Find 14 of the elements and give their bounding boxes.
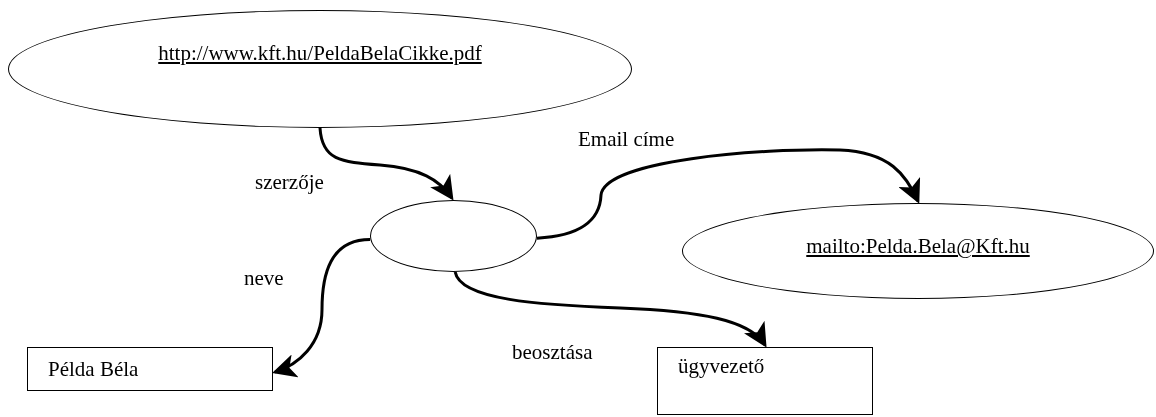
curved-arrow xyxy=(318,127,454,201)
literal-text: Példa Béla xyxy=(48,357,139,381)
curved-arrow xyxy=(272,238,371,377)
edge-label: szerzője xyxy=(255,170,324,194)
curved-arrow xyxy=(536,148,920,240)
literal-text: ügyvezető xyxy=(678,354,765,378)
edge-label: Email címe xyxy=(578,127,675,151)
edge-label: beosztása xyxy=(512,340,593,364)
curved-arrow xyxy=(453,271,767,348)
rectangle-node xyxy=(657,347,873,415)
edge-label: neve xyxy=(244,266,284,290)
rectangle-node xyxy=(27,347,273,391)
uri-text: http://www.kft.hu/PeldaBelaCikke.pdf xyxy=(158,41,482,65)
uri-text: mailto:Pelda.Bela@Kft.hu xyxy=(806,234,1030,258)
